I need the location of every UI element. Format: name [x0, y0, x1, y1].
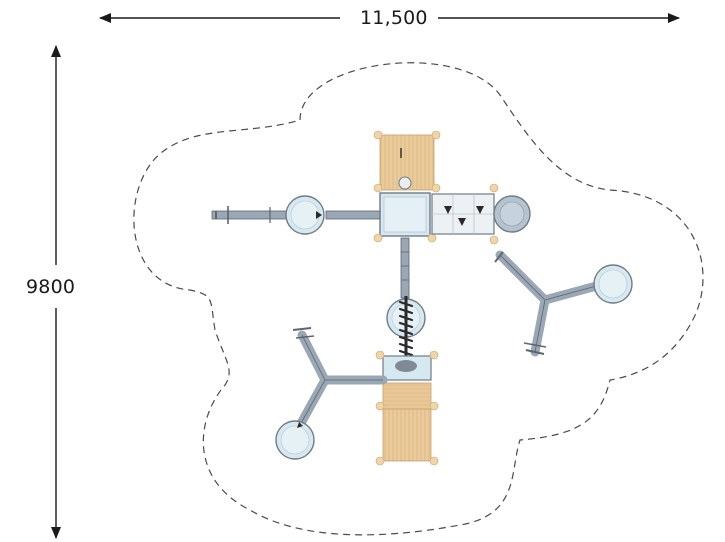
bottom-left-round-platform [275, 420, 315, 460]
right-y-junction [494, 250, 605, 357]
far-right-round-platform [593, 264, 633, 304]
spiral-climber [398, 296, 414, 360]
depth-dimension-label: 9800 [24, 274, 78, 300]
lower-wood-platform [375, 382, 439, 466]
safety-zone-outline [133, 62, 704, 536]
left-round-platform [285, 195, 325, 235]
center-vertical-bridge [400, 237, 410, 299]
left-y-junction [292, 327, 388, 430]
lower-tower-roof [375, 350, 439, 381]
width-dimension-label: 11,500 [352, 7, 436, 29]
left-horizontal-bridge [211, 206, 381, 224]
upper-tower-roof [373, 176, 437, 243]
climbing-wall-panel [431, 183, 499, 245]
right-round-platform [493, 195, 531, 233]
